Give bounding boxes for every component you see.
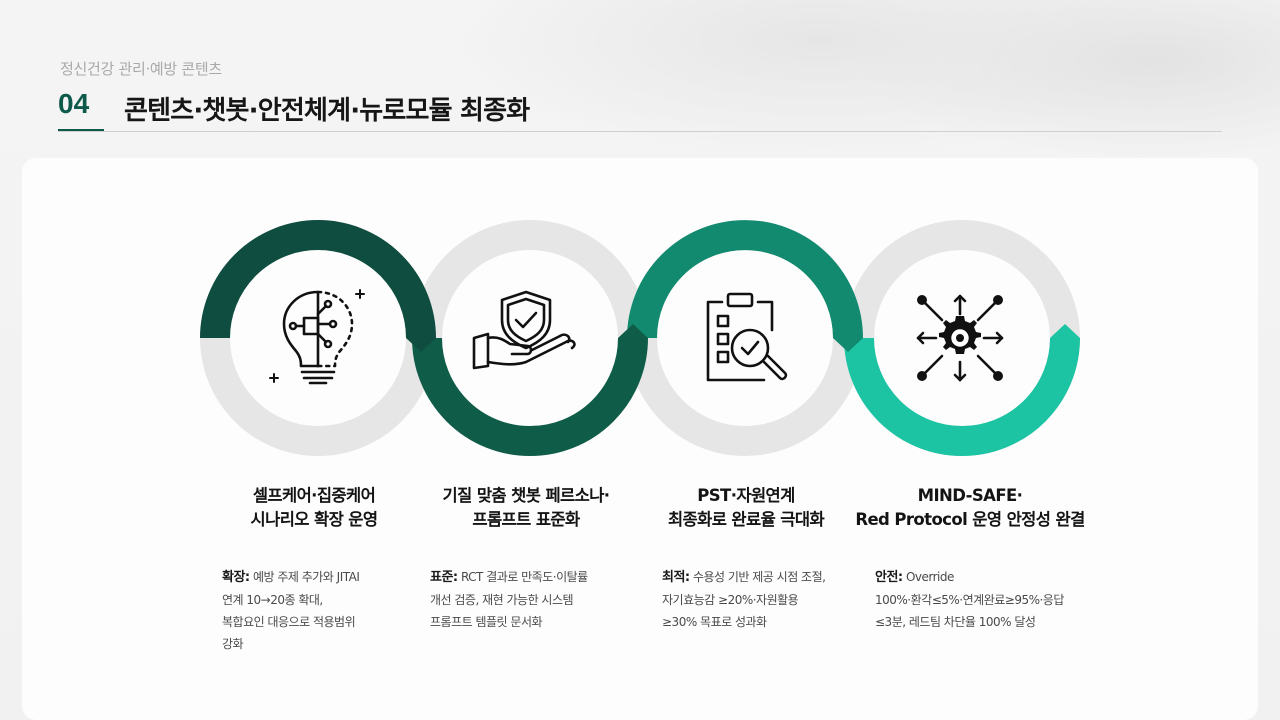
step-1-desc-line4: 강화 <box>222 637 244 651</box>
step-2-title-line1: 기질 맞춤 챗봇 페르소나· <box>442 486 611 505</box>
step-1-title-line1: 셀프케어·집중케어 <box>252 486 376 505</box>
step-1-title-line2: 시나리오 확장 운영 <box>250 510 379 529</box>
step-1-desc-line1: 예방 주제 추가와 JITAI <box>249 570 360 584</box>
step-4-desc-line2: 100%·환각≤5%·연계완료≥95%·응답 <box>875 593 1064 607</box>
step-3-title-line2: 최종화로 완료율 극대화 <box>667 510 825 529</box>
step-4-desc-line1: Override <box>902 570 954 584</box>
step-3-desc-label: 최적: <box>662 570 690 585</box>
lightbulb-circuit-icon <box>269 289 365 385</box>
step-3-title: PST·자원연계 최종화로 완료율 극대화 <box>616 484 876 532</box>
arrow-tip-1 <box>406 338 436 352</box>
arrow-tip-2 <box>618 324 648 338</box>
step-1-desc-line3: 복합요인 대응으로 적용범위 <box>222 615 356 629</box>
step-3-desc-line1: 수용성 기반 제공 시점 조절, <box>689 570 826 584</box>
step-4-title-line1: MIND-SAFE· <box>917 486 1023 505</box>
step-3-description: 최적: 수용성 기반 제공 시점 조절, 자기효능감 ≥20%·자원활용 ≥30… <box>662 566 852 633</box>
ring-arc-2 <box>412 337 648 456</box>
step-2-title: 기질 맞춤 챗봇 페르소나· 프롬프트 표준화 <box>396 484 656 532</box>
step-4-title: MIND-SAFE· Red Protocol 운영 안정성 완결 <box>834 484 1106 532</box>
content-panel <box>22 158 1258 720</box>
step-4-desc-line3: ≤3분, 레드팀 차단율 100% 달성 <box>875 615 1036 629</box>
step-2-desc-line2: 개선 검증, 재현 가능한 시스템 <box>430 593 574 607</box>
section-subtitle: 정신건강 관리·예방 콘텐츠 <box>60 60 222 78</box>
step-2-description: 표준: RCT 결과로 만족도·이탈률 개선 검증, 재현 가능한 시스템 프롬… <box>430 566 620 633</box>
clipboard-search-icon <box>706 292 788 382</box>
gear-network-icon <box>916 294 1004 382</box>
step-2-desc-label: 표준: <box>430 570 458 585</box>
step-2-desc-line1: RCT 결과로 만족도·이탈률 <box>457 570 588 584</box>
step-1-description: 확장: 예방 주제 추가와 JITAI 연계 10→20종 확대, 복합요인 대… <box>222 566 412 655</box>
step-4-desc-label: 안전: <box>875 570 903 585</box>
step-1-desc-line2: 연계 10→20종 확대, <box>222 593 323 607</box>
step-2-desc-line3: 프롬프트 템플릿 문서화 <box>430 615 543 629</box>
step-3-desc-line3: ≥30% 목표로 성과화 <box>662 615 767 629</box>
step-2-title-line2: 프롬프트 표준화 <box>472 510 580 529</box>
title-divider <box>58 131 1222 132</box>
step-3-desc-line2: 자기효능감 ≥20%·자원활용 <box>662 593 799 607</box>
ring-arc-1 <box>200 220 436 339</box>
step-4-title-line2: Red Protocol 운영 안정성 완결 <box>855 510 1085 529</box>
ring-arc-3 <box>627 220 863 339</box>
step-1-title: 셀프케어·집중케어 시나리오 확장 운영 <box>184 484 444 532</box>
step-3-title-line1: PST·자원연계 <box>697 486 795 505</box>
step-1-desc-label: 확장: <box>222 570 250 585</box>
page-title: 콘텐츠·챗봇·안전체계·뉴로모듈 최종화 <box>124 96 530 126</box>
arrow-tip-4 <box>1050 324 1080 338</box>
section-number: 04 <box>58 88 90 119</box>
hand-shield-check-icon <box>472 290 576 370</box>
arrow-tip-3 <box>833 338 863 352</box>
step-4-description: 안전: Override 100%·환각≤5%·연계완료≥95%·응답 ≤3분,… <box>875 566 1105 633</box>
ring-arc-4 <box>844 337 1080 456</box>
title-accent-underline <box>58 129 104 132</box>
